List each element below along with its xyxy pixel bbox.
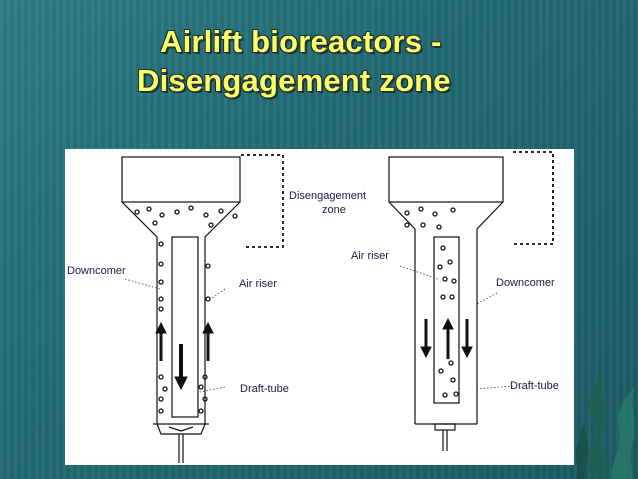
slide-title-line-1: Airlift bioreactors -	[160, 24, 442, 59]
right-column-walls	[388, 201, 504, 424]
right-head-chamber	[388, 156, 504, 203]
left-head-chamber	[121, 156, 241, 203]
left-downcomer-label: Downcomer	[67, 265, 126, 277]
right-downcomer-label: Downcomer	[496, 277, 555, 289]
slide-title-line-2: Disengagement zone	[137, 63, 451, 98]
diagram-canvas: Downcomer Air riser Draft-tube Disengage…	[67, 151, 559, 463]
left-sparger	[153, 423, 209, 435]
left-column-walls	[121, 201, 241, 424]
left-disengagement-outline	[241, 154, 284, 248]
left-flow-arrows	[155, 321, 214, 391]
bioreactor-diagram: Downcomer Air riser Draft-tube Disengage…	[65, 149, 574, 465]
disengagement-zone-label-line-1: Disengagement	[289, 190, 366, 202]
right-draft-tube	[433, 236, 460, 404]
right-air-riser-label: Air riser	[351, 250, 389, 262]
right-bubbles	[404, 206, 459, 398]
label-leader-lines	[124, 265, 514, 393]
seaweed-decoration	[575, 374, 635, 479]
right-flow-arrows	[420, 317, 473, 359]
right-draft-tube-label: Draft-tube	[510, 380, 559, 392]
left-draft-tube-label: Draft-tube	[240, 383, 289, 395]
left-sparger-cone	[168, 426, 194, 432]
right-disengagement-outline	[513, 151, 554, 245]
right-sparger	[434, 423, 456, 431]
left-draft-tube	[171, 236, 199, 418]
right-reactor	[388, 151, 554, 451]
left-air-riser-label: Air riser	[239, 278, 277, 290]
left-bubbles	[134, 205, 238, 414]
disengagement-zone-label-line-2: zone	[322, 204, 346, 216]
left-reactor	[121, 154, 284, 463]
